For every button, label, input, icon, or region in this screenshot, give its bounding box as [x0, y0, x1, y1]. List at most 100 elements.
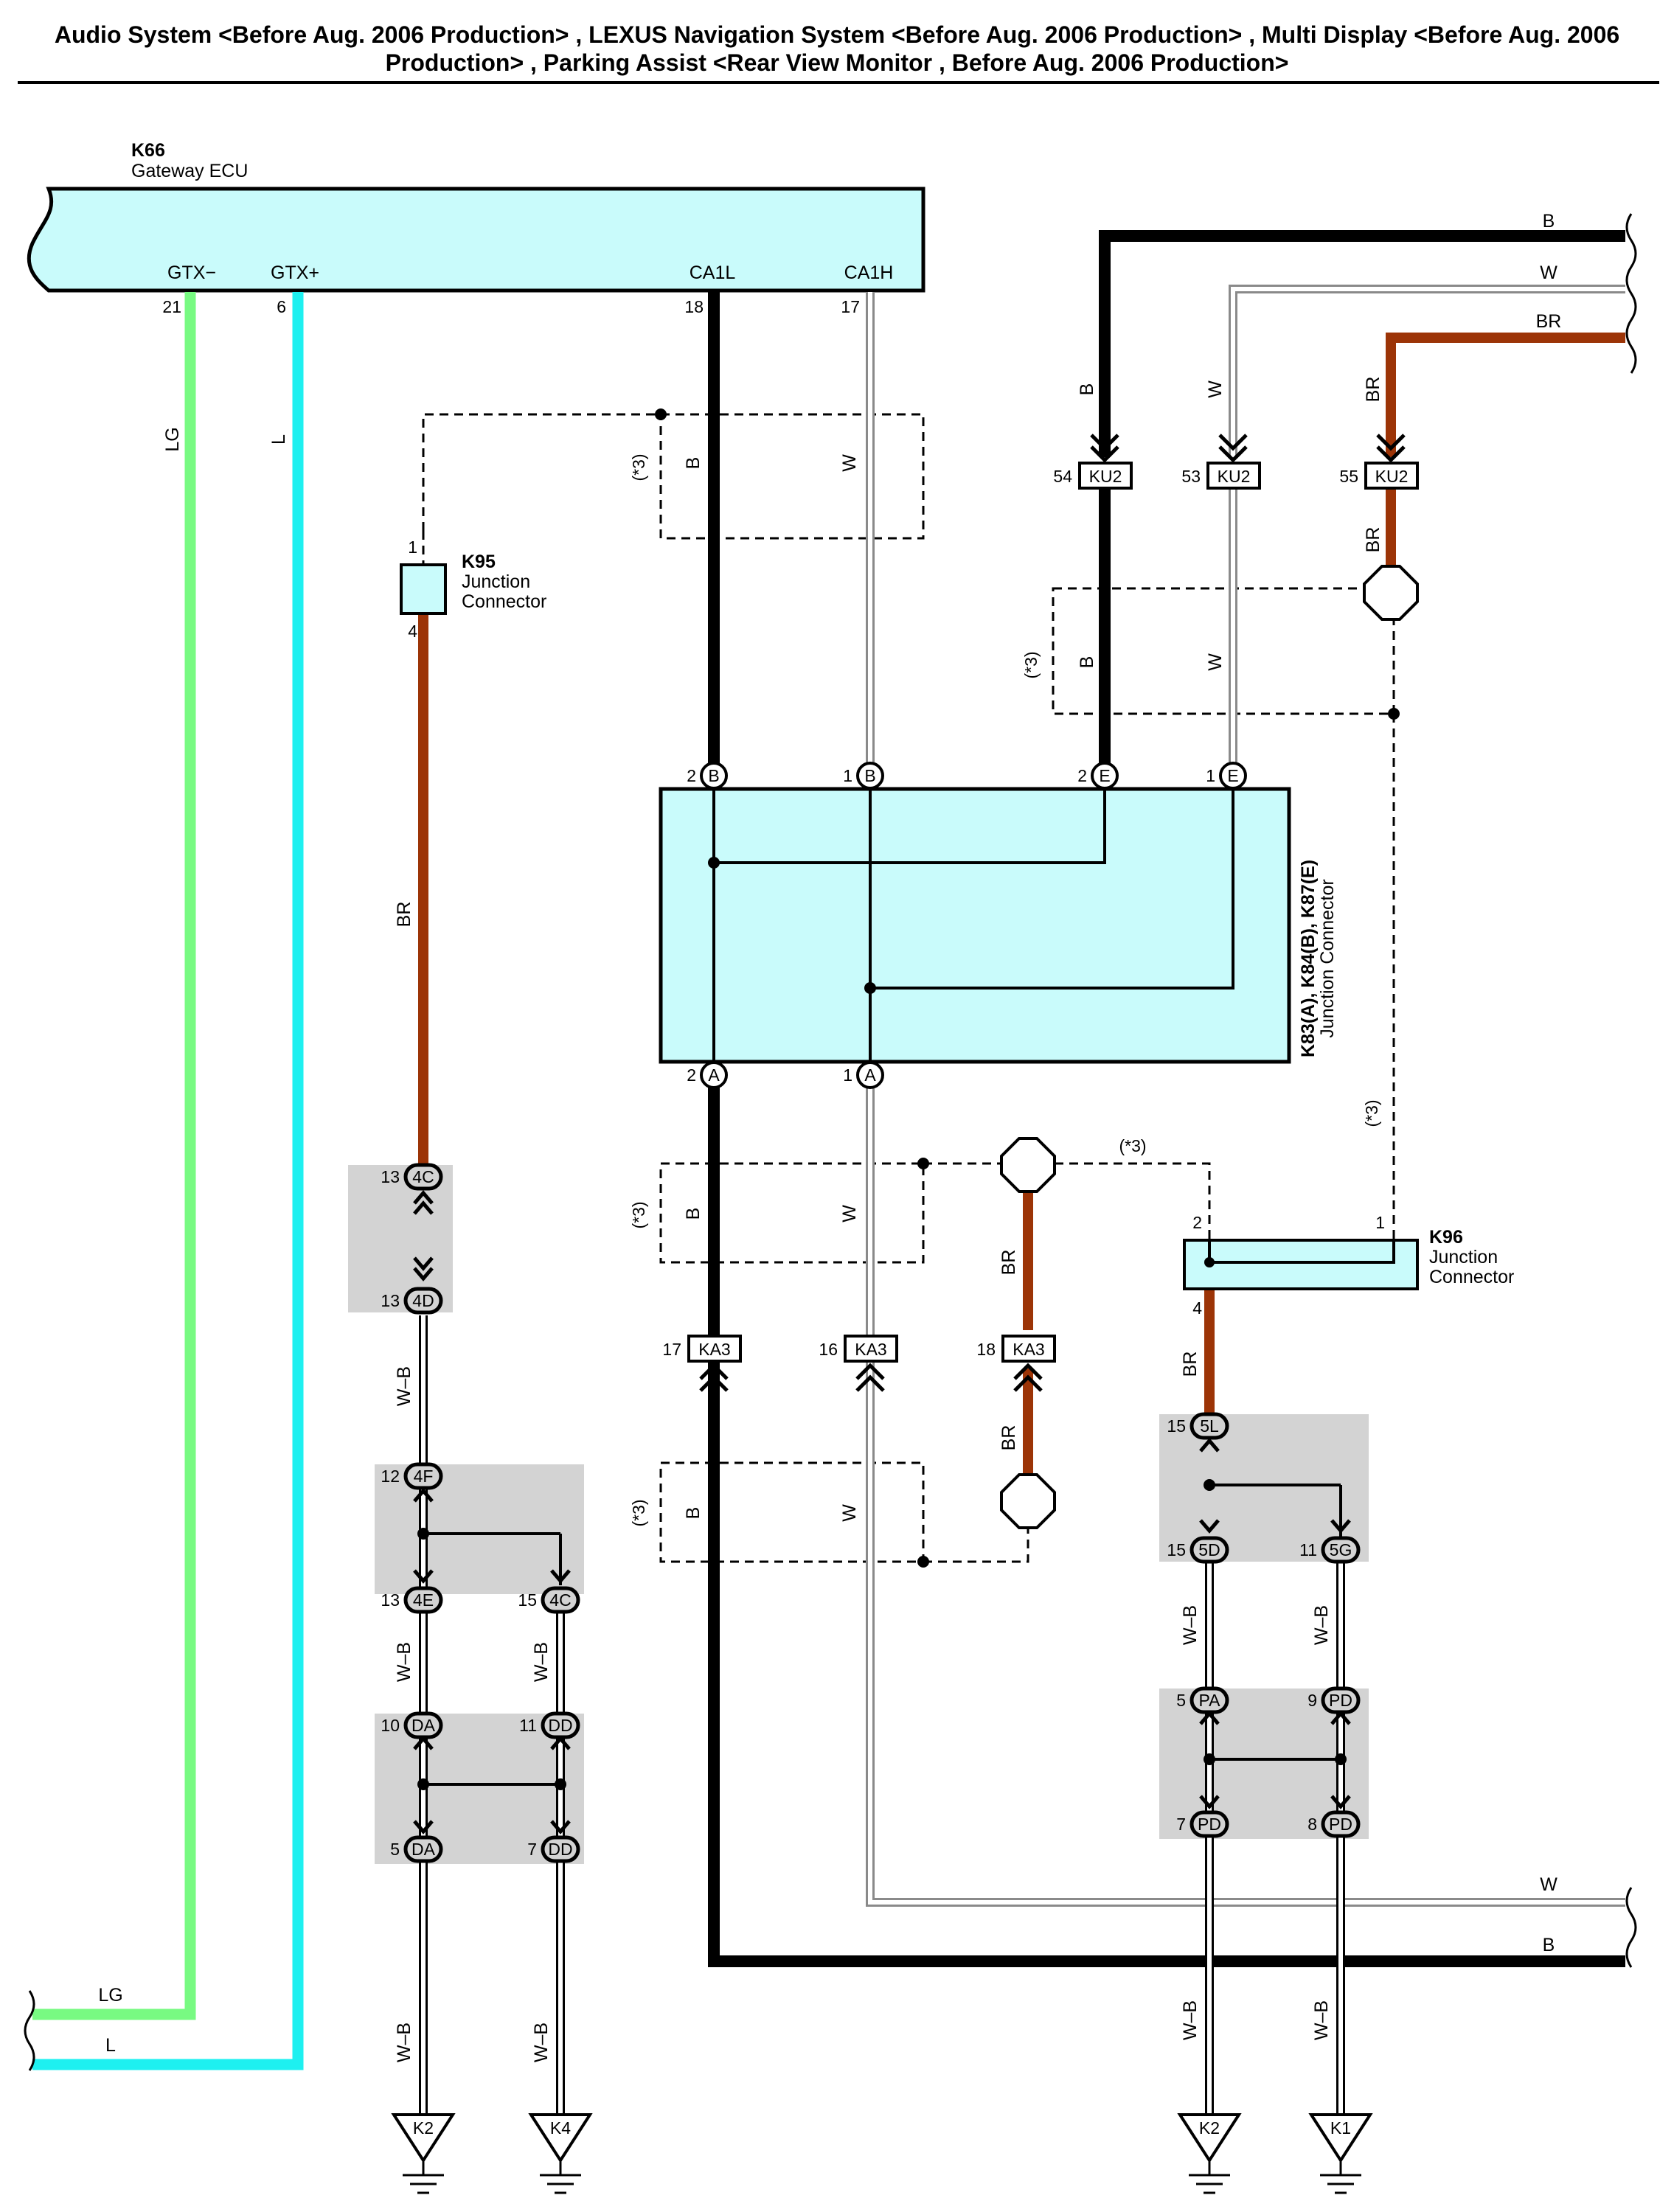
svg-text:KU2: KU2 — [1089, 467, 1122, 486]
ka3-connectors: KA3 17 KA3 16 KA3 18 — [662, 1335, 1056, 1392]
svg-text:DA: DA — [411, 1840, 436, 1859]
wire-labels: LG L LG L B W B W BR B W BR BR B W BR B … — [98, 211, 1561, 2062]
junction-connector-main: K83(A), K84(B), K87(E) Junction Connecto… — [659, 787, 1338, 1064]
diagram-title: Audio System <Before Aug. 2006 Productio… — [18, 21, 1659, 84]
wire-b-top — [1099, 230, 1625, 457]
note-3: (*3) — [1362, 1099, 1381, 1127]
wire-breaks — [24, 213, 1637, 2071]
wire-label-w: W — [1205, 380, 1226, 398]
ca1l-label: CA1L — [690, 262, 736, 283]
pill-pd-9: PD 9 — [1307, 1686, 1361, 1714]
svg-text:13: 13 — [381, 1291, 400, 1310]
svg-text:7: 7 — [527, 1840, 537, 1859]
shield-box-lower-center — [659, 1461, 925, 1563]
wire-label-br: BR — [394, 902, 414, 928]
k95-junction-connector: 1 4 K95 Junction Connector — [400, 531, 546, 641]
svg-text:2: 2 — [687, 766, 696, 785]
pill-4d-13: 4D 13 — [381, 1287, 443, 1315]
pill-dd-11: DD 11 — [519, 1711, 580, 1739]
svg-text:12: 12 — [381, 1467, 400, 1486]
k96-line1: Junction — [1429, 1247, 1498, 1267]
pill-pd-8: PD 8 — [1307, 1810, 1361, 1838]
k96-junction-connector: 2 1 4 K96 Junction Connector — [1183, 1213, 1514, 1318]
svg-text:DD: DD — [548, 1840, 572, 1859]
svg-text:5L: 5L — [1200, 1416, 1219, 1436]
pill-5l-15: 5L 15 — [1167, 1412, 1229, 1440]
wire-label-lg: LG — [98, 1985, 122, 2006]
k96-pin-bottom: 4 — [1192, 1298, 1202, 1318]
svg-text:A: A — [864, 1065, 876, 1085]
svg-text:11: 11 — [519, 1716, 537, 1735]
svg-text:8: 8 — [1307, 1815, 1317, 1834]
wire-label-br: BR — [1363, 377, 1383, 403]
wire-label-w: W — [839, 454, 860, 472]
svg-text:KA3: KA3 — [698, 1340, 730, 1359]
svg-text:KA3: KA3 — [855, 1340, 886, 1359]
svg-text:B: B — [864, 766, 875, 785]
wire-label-wb: W–B — [394, 2023, 414, 2062]
svg-text:PD: PD — [1198, 1815, 1221, 1834]
jc-pin-top-1: B 2 — [687, 762, 728, 790]
wire-label-b: B — [683, 1507, 704, 1520]
pill-pd-7: PD 7 — [1176, 1810, 1229, 1838]
ground-k1: K1 — [1308, 2113, 1373, 2194]
wire-label-wb: W–B — [1180, 2000, 1201, 2040]
svg-text:9: 9 — [1307, 1691, 1317, 1710]
svg-text:15: 15 — [1167, 1416, 1186, 1436]
pill-da-5: DA 5 — [390, 1835, 443, 1863]
svg-text:4F: 4F — [414, 1467, 434, 1486]
svg-text:5: 5 — [390, 1840, 400, 1859]
wire-br-group — [418, 333, 1625, 1475]
k95-pin-top: 1 — [408, 538, 417, 557]
pill-4c-13: 4C 13 — [381, 1163, 443, 1191]
k95-pin-bottom: 4 — [408, 622, 417, 641]
svg-text:5: 5 — [1176, 1691, 1186, 1710]
shield-drain-k95 — [422, 413, 661, 531]
ku2-53: KU2 53 — [1181, 434, 1261, 490]
wire-label-w: W — [1540, 1874, 1557, 1895]
wire-label-wb: W–B — [1311, 2000, 1332, 2040]
jc-pin-top-2: B 1 — [843, 762, 884, 790]
pill-dd-7: DD 7 — [527, 1835, 580, 1863]
wire-label-b: B — [1543, 211, 1555, 232]
gtx-plus-label: GTX+ — [271, 262, 319, 283]
splice-octagon-br-low — [1000, 1473, 1056, 1529]
svg-text:1: 1 — [843, 1065, 852, 1085]
wire-label-wb: W–B — [394, 1366, 414, 1406]
dot — [655, 408, 667, 420]
svg-text:15: 15 — [518, 1590, 537, 1610]
svg-text:K4: K4 — [550, 2118, 571, 2138]
jc-pin-bottom-2: A 1 — [843, 1061, 884, 1089]
svg-text:4C: 4C — [549, 1590, 571, 1610]
shield-box-upper-right — [1052, 587, 1395, 715]
jc-main-box — [659, 787, 1291, 1064]
ground-k2-left: K2 — [391, 2113, 456, 2194]
shade-4f — [375, 1464, 584, 1594]
k95-code: K95 — [462, 552, 496, 572]
k96-pin-left: 2 — [1192, 1213, 1202, 1232]
svg-text:1: 1 — [1206, 766, 1215, 785]
k96-code: K96 — [1429, 1227, 1463, 1248]
internal-link-dots — [417, 1479, 1347, 1790]
wire-l — [32, 292, 304, 2070]
svg-text:55: 55 — [1339, 467, 1358, 486]
svg-text:5D: 5D — [1198, 1540, 1220, 1559]
svg-text:DA: DA — [411, 1716, 436, 1735]
ca1h-label: CA1H — [844, 262, 894, 283]
ecu-code: K66 — [131, 140, 165, 161]
pill-4e-13: 4E 13 — [381, 1586, 443, 1614]
wire-label-b: B — [683, 457, 704, 470]
note-3: (*3) — [1119, 1136, 1146, 1155]
note-3: (*3) — [629, 1499, 648, 1526]
splice-octagon-br-top — [1363, 565, 1419, 621]
svg-text:4D: 4D — [412, 1291, 434, 1310]
dot — [917, 1158, 929, 1169]
grounds: K2 K4 K2 K1 — [391, 2113, 1373, 2194]
wire-label-wb: W–B — [1180, 1605, 1201, 1645]
ecu-name: Gateway ECU — [131, 161, 248, 181]
ku2-connectors: KU2 54 KU2 53 KU2 55 — [1053, 434, 1419, 490]
wire-label-w: W — [1540, 262, 1557, 283]
wire-label-lg: LG — [162, 427, 183, 451]
ca1l-pin: 18 — [684, 297, 704, 316]
pill-4f-12: 4F 12 — [381, 1462, 443, 1490]
